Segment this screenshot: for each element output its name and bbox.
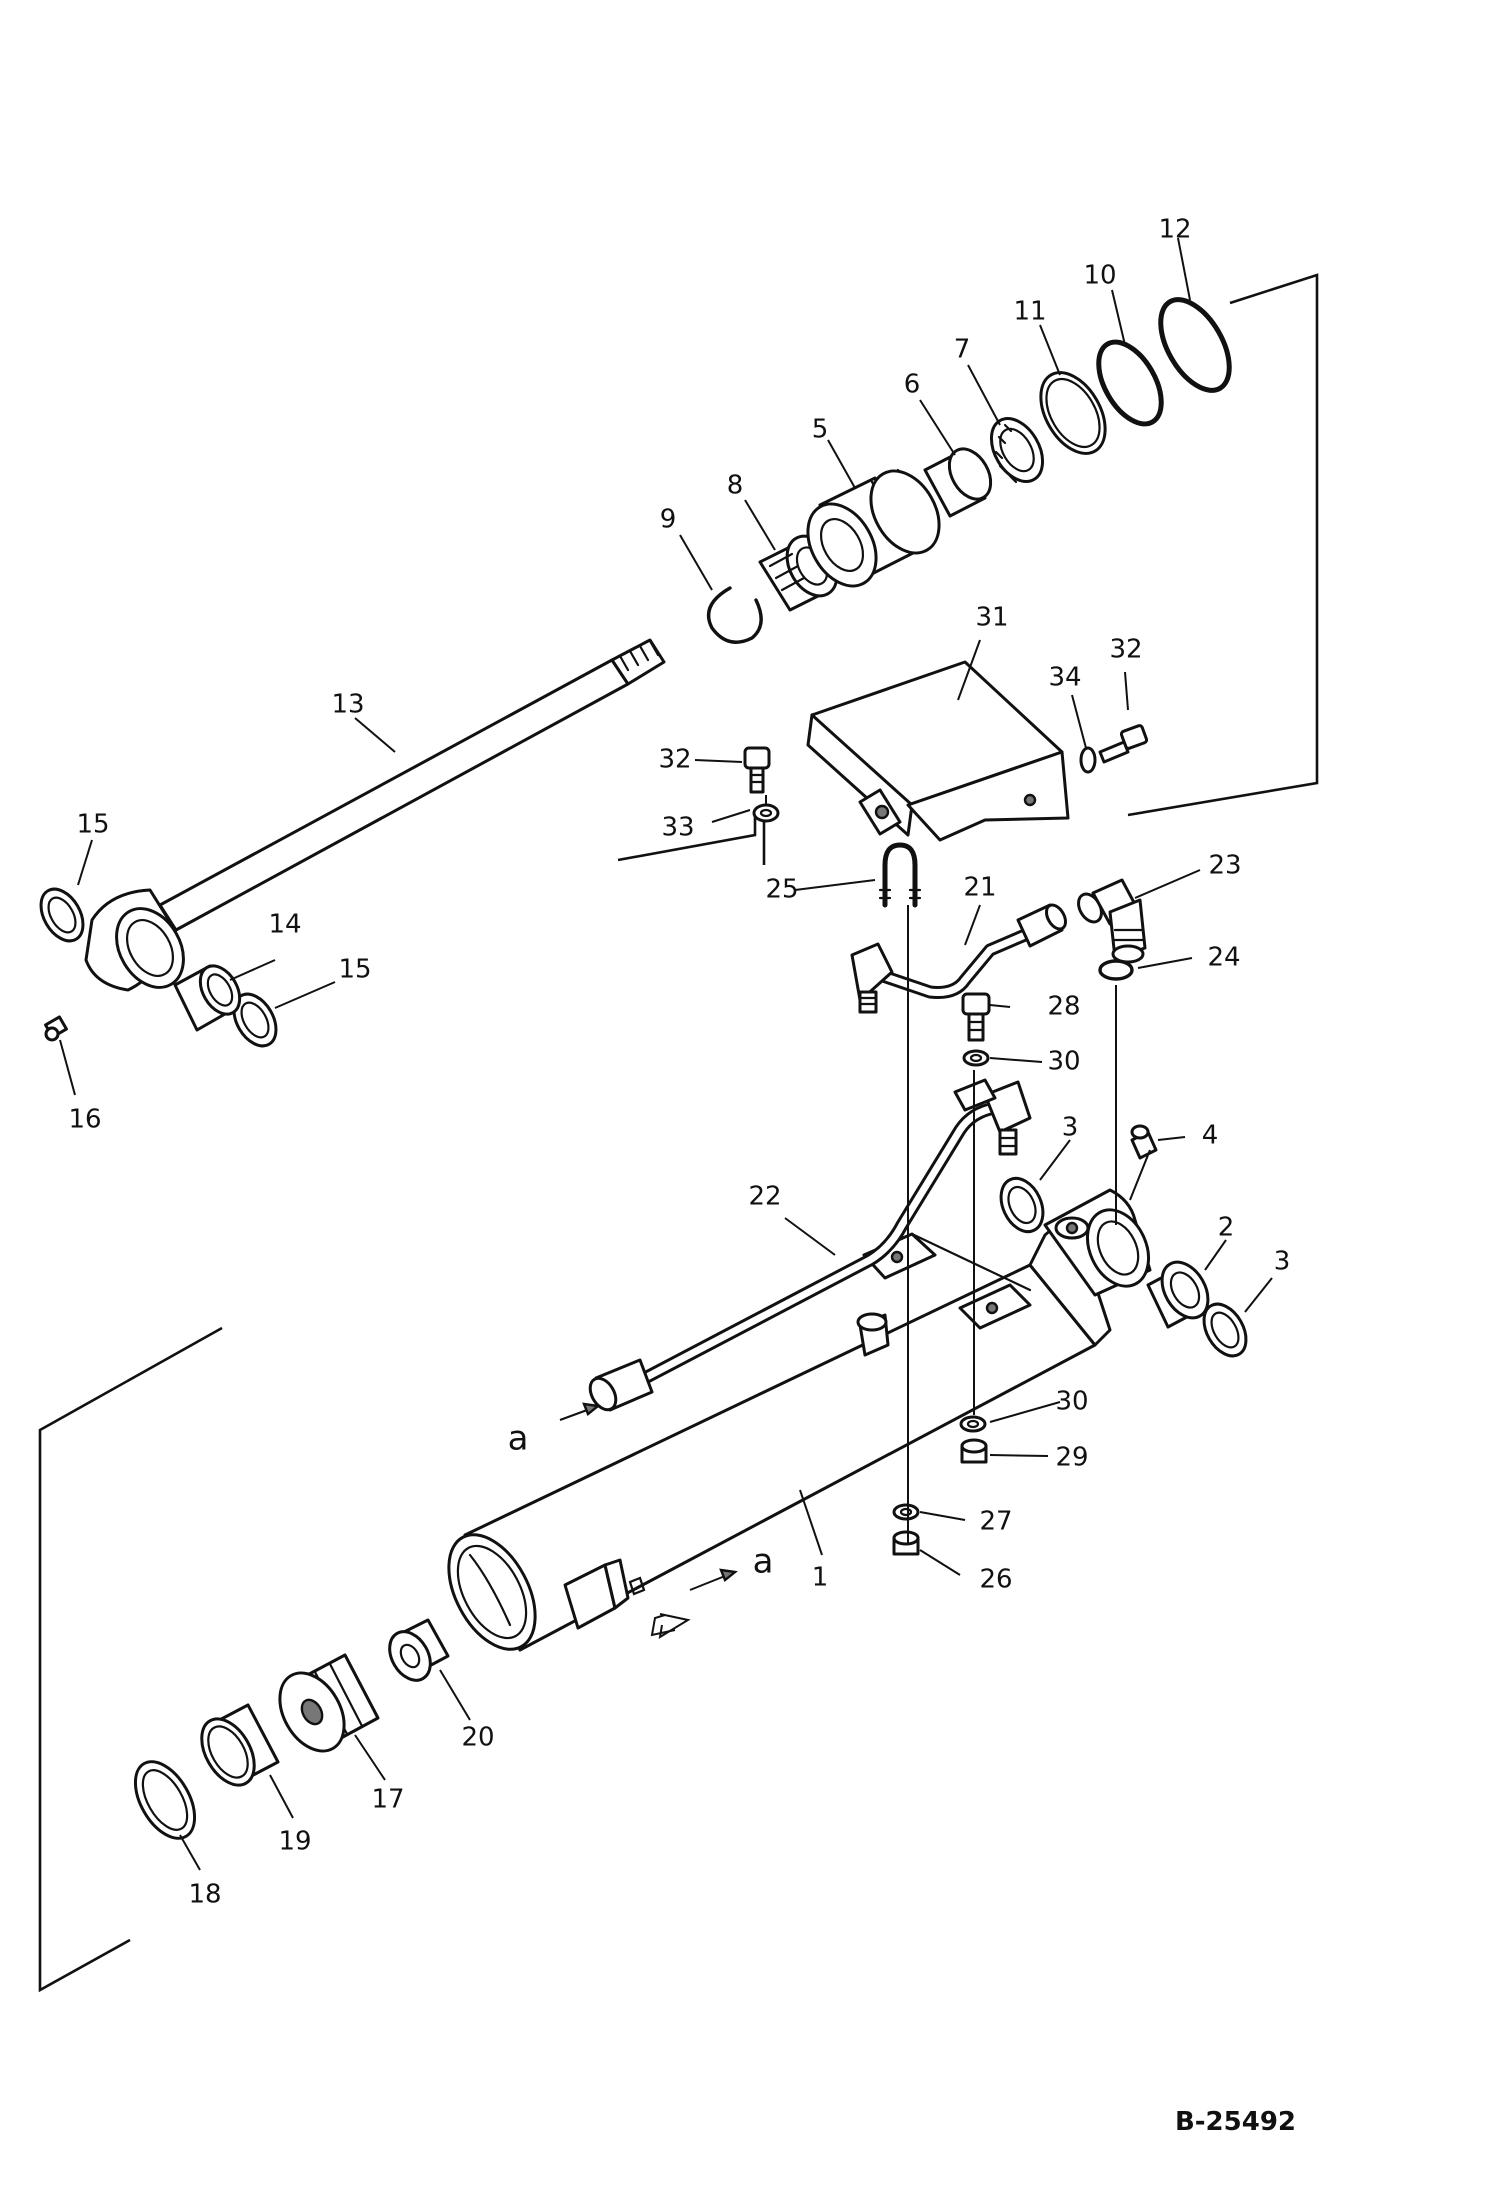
- part-label-14: 14: [268, 910, 301, 940]
- part-label-28: 28: [1047, 992, 1080, 1022]
- part-label-13: 13: [331, 690, 364, 720]
- part-label-22: 22: [748, 1182, 781, 1212]
- cylinder-tube: [447, 1188, 1152, 1652]
- part-label-17: 17: [371, 1785, 404, 1815]
- rod-packing: [989, 417, 1045, 484]
- tube-21: [850, 903, 1067, 1014]
- part-label-18: 18: [188, 1880, 221, 1910]
- part-label-29: 29: [1055, 1443, 1088, 1473]
- nut-29: [960, 1438, 988, 1464]
- part-label-5: 5: [812, 415, 829, 445]
- part-label-19: 19: [278, 1827, 311, 1857]
- part-label-2: 2: [1218, 1213, 1235, 1243]
- dust-seal-upper: [39, 887, 85, 943]
- part-label-12: 12: [1158, 215, 1191, 245]
- elbow-o-ring: [1098, 959, 1134, 981]
- dust-seal-3-right: [1202, 1302, 1248, 1358]
- part-label-7: 7: [954, 335, 971, 365]
- part-label-11: 11: [1013, 297, 1046, 327]
- dust-seal-3-top: [999, 1176, 1045, 1234]
- section-label-a-left: a: [508, 1419, 529, 1459]
- nut-26: [892, 1530, 920, 1556]
- wear-ring: [200, 1703, 280, 1787]
- part-label-34: 34: [1048, 663, 1081, 693]
- section-label-a-right: a: [753, 1542, 774, 1582]
- cover-washer-33: [752, 803, 780, 823]
- part-label-15-lower: 15: [338, 955, 371, 985]
- o-ring-10: [1096, 339, 1164, 427]
- collar: [923, 447, 993, 518]
- washer-27: [892, 1503, 920, 1521]
- assembly-guide-lines: [765, 795, 1117, 1545]
- part-label-25: 25: [765, 875, 798, 905]
- part-labels: 1 2 3 3 4 5 6 7 8 9 10 11 12 13 14 15 15…: [68, 215, 1296, 2138]
- leader-lines: [59, 237, 1273, 1871]
- part-label-24: 24: [1207, 943, 1240, 973]
- tube-22: [588, 1078, 1032, 1412]
- piston-ring: [133, 1760, 197, 1840]
- cover-washer-34: [1079, 746, 1097, 774]
- u-bolt: [878, 842, 922, 908]
- part-label-16: 16: [68, 1105, 101, 1135]
- part-label-15-upper: 15: [76, 810, 109, 840]
- part-label-30-lower: 30: [1055, 1387, 1088, 1417]
- piston-nut: [388, 1618, 450, 1682]
- section-a-markers: [559, 1402, 738, 1639]
- rod-bushing: [173, 964, 242, 1032]
- part-label-3-right: 3: [1274, 1247, 1291, 1277]
- part-label-10: 10: [1083, 261, 1116, 291]
- part-label-32-left: 32: [658, 745, 691, 775]
- part-label-30-upper: 30: [1047, 1047, 1080, 1077]
- part-label-33: 33: [661, 813, 694, 843]
- bolt-28: [961, 992, 991, 1042]
- part-label-23: 23: [1208, 851, 1241, 881]
- grease-fitting-head: [1130, 1124, 1158, 1160]
- part-label-31: 31: [975, 603, 1008, 633]
- elbow-fitting: [1077, 878, 1147, 964]
- cylinder-head: [806, 468, 941, 588]
- part-label-1: 1: [812, 1563, 829, 1593]
- grease-fitting-rod: [44, 1015, 68, 1042]
- piston-rod: [84, 638, 666, 992]
- part-label-6: 6: [904, 370, 921, 400]
- head-bushing: [758, 534, 839, 612]
- part-label-27: 27: [979, 1507, 1012, 1537]
- cylinder-bushing: [1146, 1260, 1210, 1329]
- washer-30-upper: [962, 1049, 990, 1067]
- part-label-32-right: 32: [1109, 635, 1142, 665]
- part-label-3-top: 3: [1062, 1113, 1079, 1143]
- part-label-20: 20: [461, 1723, 494, 1753]
- cover-bolt-right: [1098, 724, 1149, 764]
- backup-ring: [1039, 371, 1107, 455]
- figure-code: B-25492: [1175, 2107, 1296, 2137]
- snap-ring: [706, 586, 763, 644]
- piston: [278, 1653, 380, 1753]
- part-label-21: 21: [963, 873, 996, 903]
- cover: [806, 660, 1070, 842]
- part-label-8: 8: [727, 471, 744, 501]
- washer-30-lower: [959, 1415, 987, 1433]
- o-ring-12: [1158, 297, 1232, 393]
- part-label-9: 9: [660, 505, 677, 535]
- part-label-4: 4: [1202, 1121, 1219, 1151]
- cover-bolt-upper: [743, 746, 771, 794]
- part-label-26: 26: [979, 1565, 1012, 1595]
